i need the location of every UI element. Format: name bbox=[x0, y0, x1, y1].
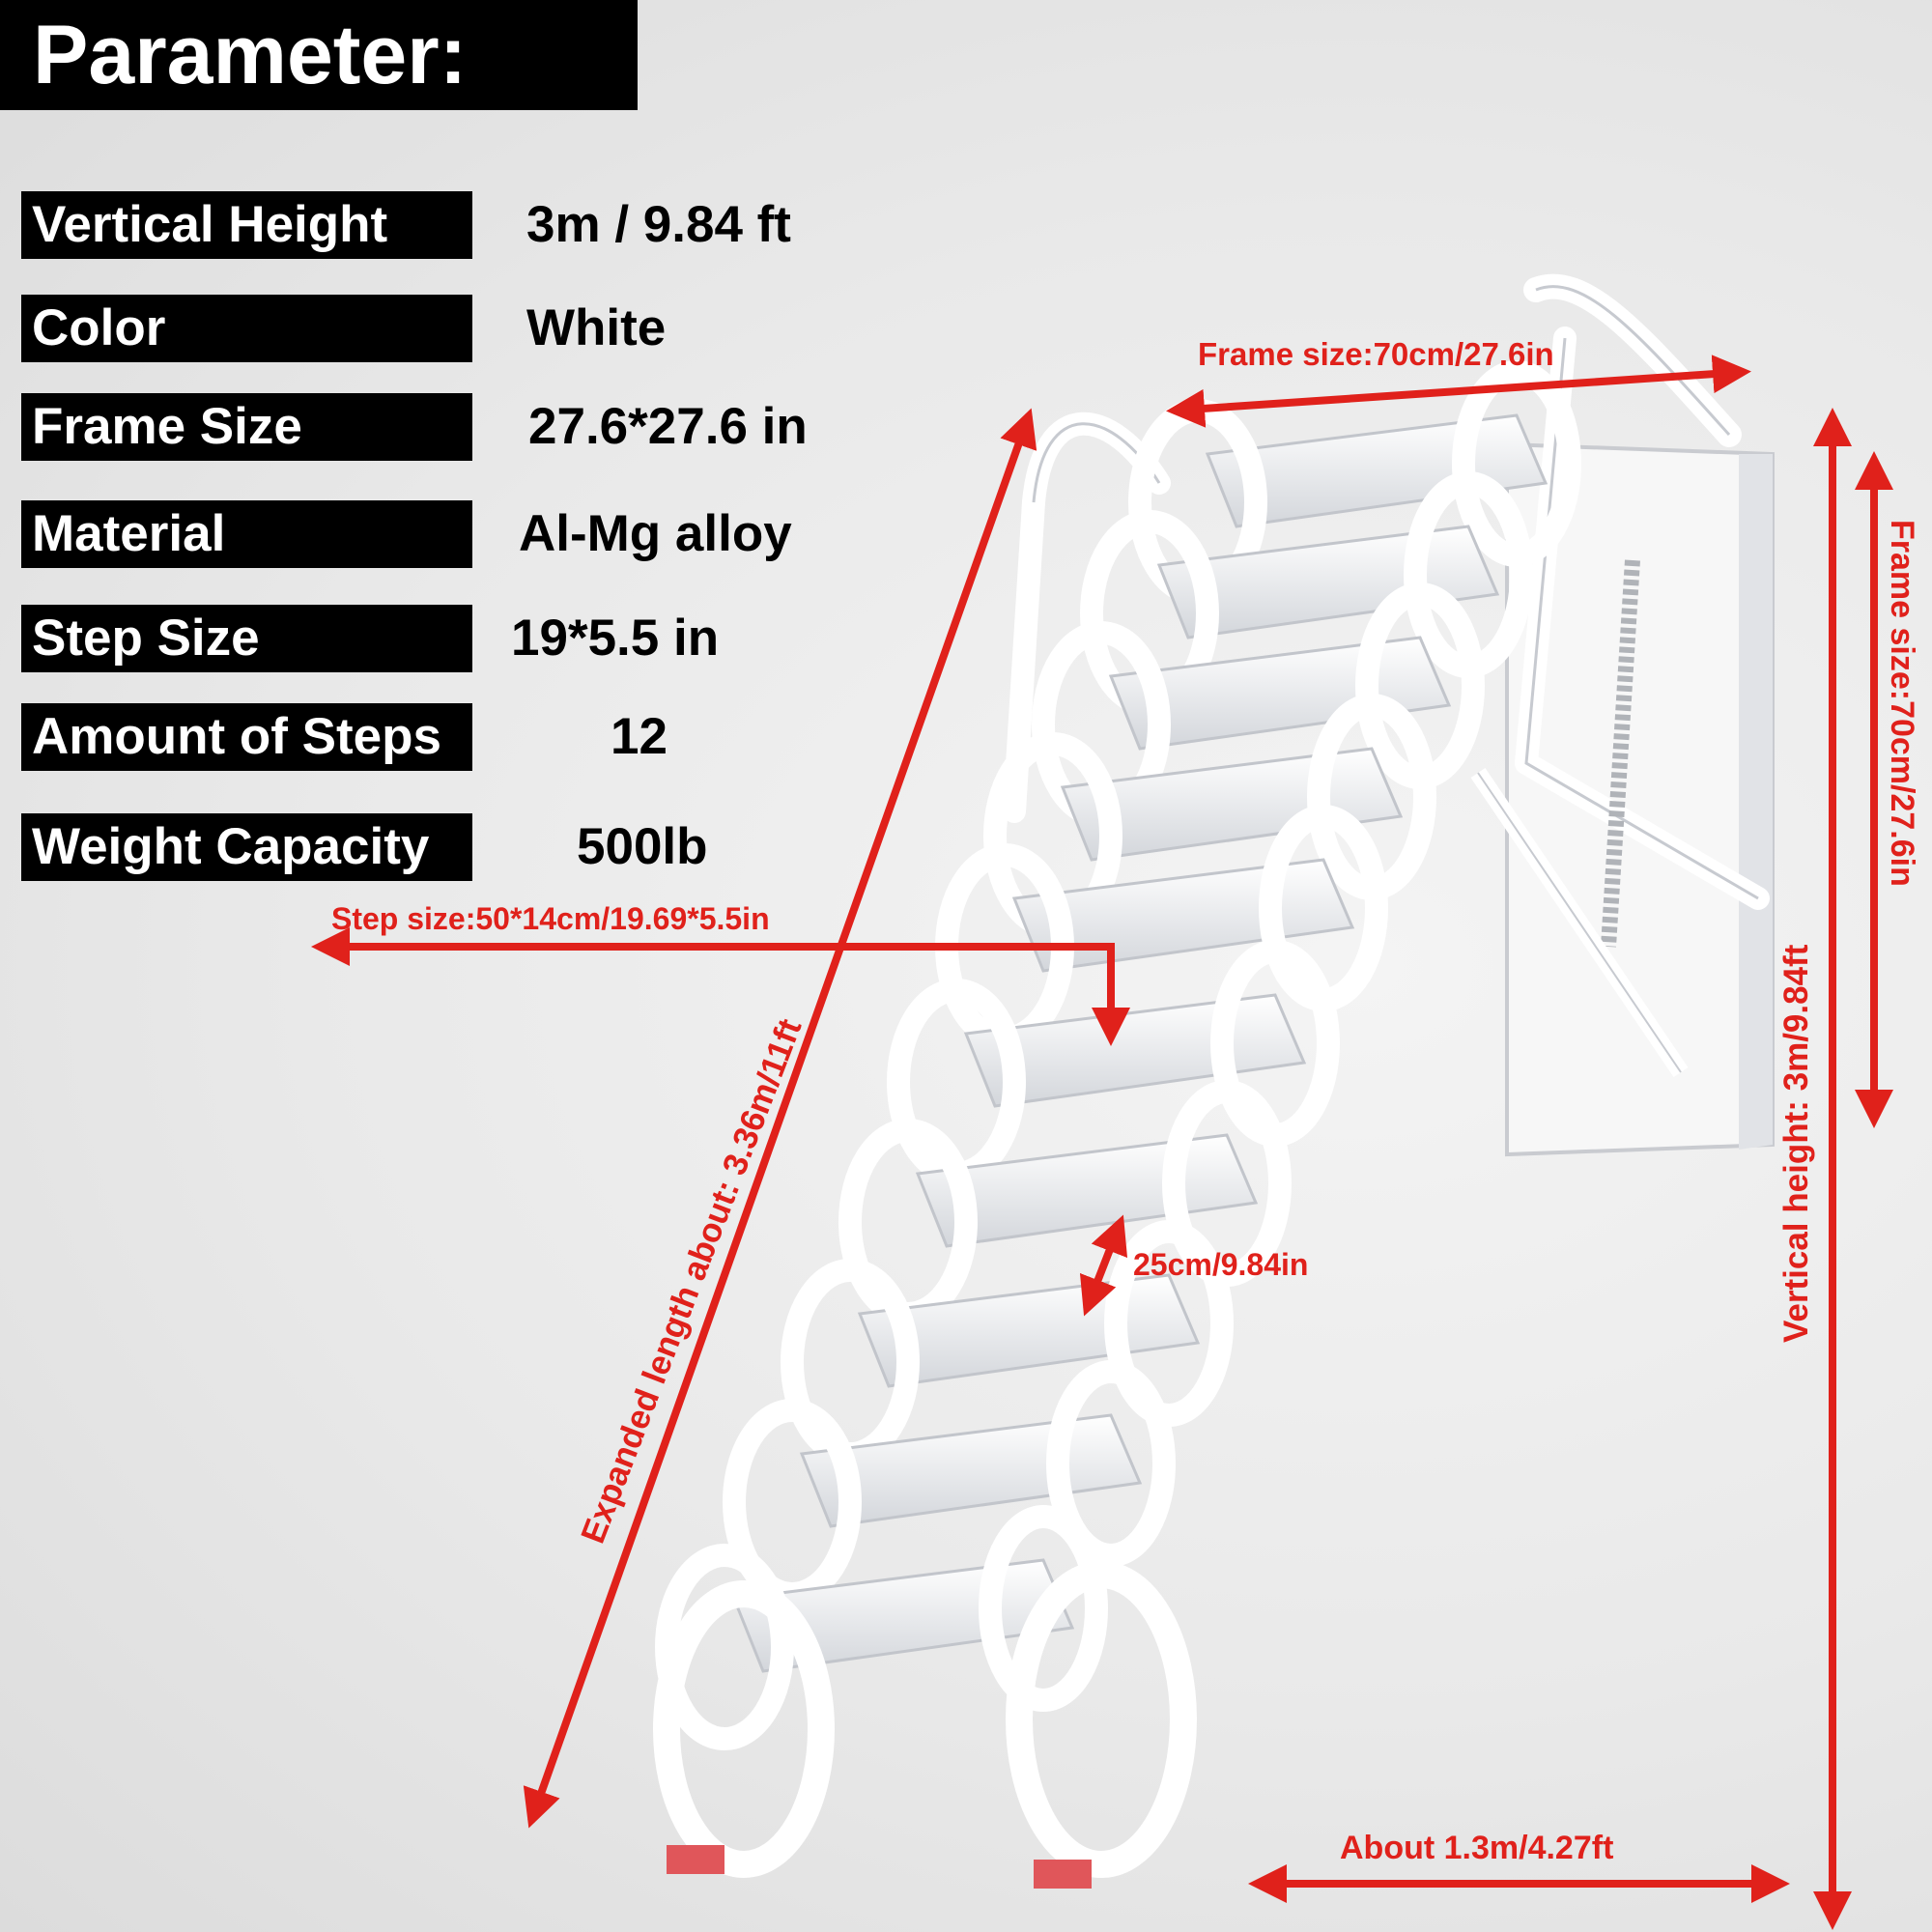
frame-size-side-label: Frame size:70cm/27.6in bbox=[1884, 520, 1920, 887]
spec-label: Amount of Steps bbox=[21, 703, 472, 771]
spec-row-amount-of-steps: Amount of Steps 12 bbox=[21, 703, 891, 771]
vertical-height-label: Vertical height: 3m/9.84ft bbox=[1777, 944, 1815, 1343]
ladder-steps bbox=[653, 360, 1581, 1889]
depth-label: About 1.3m/4.27ft bbox=[1340, 1830, 1613, 1866]
spec-row-vertical-height: Vertical Height 3m / 9.84 ft bbox=[21, 191, 891, 259]
spec-label: Color bbox=[21, 295, 472, 362]
spec-value: 3m / 9.84 ft bbox=[526, 196, 791, 253]
page-title: Parameter: bbox=[0, 0, 638, 110]
step-size-label: Step size:50*14cm/19.69*5.5in bbox=[331, 901, 770, 936]
spec-label: Vertical Height bbox=[21, 191, 472, 259]
frame-size-top-label: Frame size:70cm/27.6in bbox=[1198, 336, 1554, 372]
expanded-length-label: Expanded length about: 3.36m/11ft bbox=[574, 1013, 810, 1548]
spec-label: Material bbox=[21, 500, 472, 568]
spec-value: White bbox=[526, 299, 667, 356]
step-spacing-label: 25cm/9.84in bbox=[1133, 1247, 1308, 1282]
spec-label: Step Size bbox=[21, 605, 472, 672]
dimension-arrows bbox=[311, 355, 1893, 1930]
spec-row-color: Color White bbox=[21, 295, 891, 362]
wall-frame bbox=[1470, 273, 1775, 1157]
spec-label: Frame Size bbox=[21, 393, 472, 461]
spec-label: Weight Capacity bbox=[21, 813, 472, 881]
